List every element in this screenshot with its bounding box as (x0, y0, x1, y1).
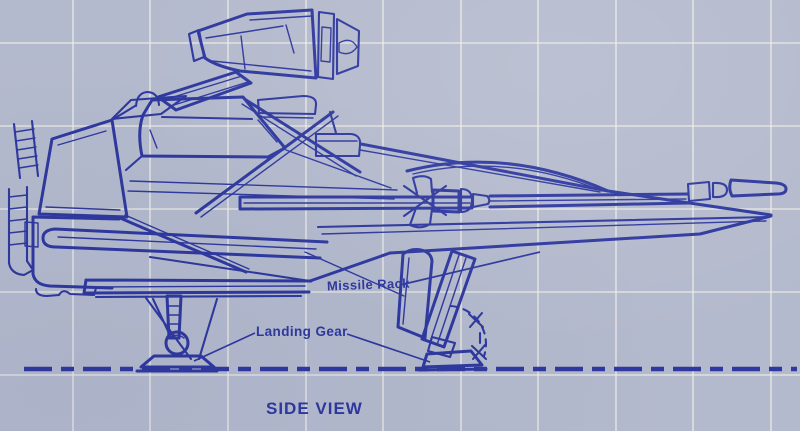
ladder-rungs (14, 128, 39, 169)
gear-boot (396, 248, 434, 340)
deck-peak (110, 94, 188, 121)
detail-line (243, 198, 687, 204)
detail-line (124, 154, 144, 172)
hull-crease (194, 110, 335, 215)
leader-lines (193, 251, 541, 363)
cone-ring-inner (320, 26, 332, 63)
fin-outline (37, 118, 129, 219)
pylon-fairing (304, 251, 405, 297)
detail-line (211, 60, 312, 72)
exhaust-tube (41, 227, 329, 260)
front-landing-gear (135, 294, 219, 373)
gear-joint (426, 335, 457, 359)
hull-crease (244, 98, 362, 174)
landing-gear-leader-rear (346, 333, 431, 363)
arm-base-plate (256, 94, 318, 116)
top-fin (411, 175, 434, 195)
landing-gear-callout: Landing Gear (256, 324, 348, 339)
gear-brace (144, 296, 219, 361)
detail-line (240, 35, 246, 70)
hull-crease (118, 216, 248, 274)
cone-ring (316, 10, 336, 81)
hull-bottom-edge (308, 251, 392, 283)
missile-rack-leader (399, 251, 541, 286)
hull-crease (124, 214, 250, 270)
detail-line (429, 254, 467, 346)
radiator-ladders (7, 119, 40, 277)
canopy-line (405, 160, 610, 193)
sensor-cone (316, 10, 361, 81)
missile-rack-callout: Missile Rack (326, 275, 411, 294)
cone-lens (338, 39, 358, 55)
detail-line (57, 236, 317, 250)
turret-pod (187, 8, 318, 80)
rotation-arc (449, 304, 488, 361)
detail-line (402, 257, 410, 325)
skid-outline (82, 278, 313, 295)
landing-gear-leader-front (193, 332, 256, 362)
detail-line (57, 130, 107, 146)
deck-line (129, 180, 398, 191)
rail-tube (488, 192, 690, 209)
cabin-superstructure (110, 90, 398, 274)
hull-accent (316, 215, 771, 229)
detail-line (257, 119, 278, 143)
strut-rungs (167, 305, 181, 325)
ladder-foot (7, 259, 35, 277)
cone-ring (335, 17, 361, 76)
detail-line (261, 116, 314, 119)
bumper (34, 286, 98, 298)
dorsal-edge (359, 149, 601, 193)
detail-line (45, 206, 121, 211)
skid-plate (82, 278, 313, 299)
missile (402, 175, 491, 229)
tip-collar (686, 180, 712, 203)
hull-accent (321, 220, 767, 235)
cannon-tip (728, 178, 788, 198)
view-title: SIDE VIEW (266, 399, 363, 418)
hull-crease (241, 103, 357, 177)
deck-line (110, 104, 137, 122)
detail-line (89, 285, 306, 288)
detail-line (166, 75, 243, 100)
cabin-accent (160, 115, 254, 121)
ladder-rail (7, 185, 29, 265)
windshield-line (205, 25, 284, 39)
missile-nose (471, 192, 491, 209)
engine-block (24, 215, 329, 298)
detail-line (249, 15, 313, 21)
x-tick (470, 343, 488, 361)
dorsal-edge (359, 142, 610, 193)
detail-line (149, 129, 158, 149)
step-block (314, 132, 362, 158)
hull-crease (285, 149, 392, 189)
gear-joint (164, 330, 190, 356)
block-outline (31, 215, 121, 290)
detail-line (328, 110, 338, 135)
windshield-line (285, 24, 295, 54)
x-tick (467, 311, 485, 329)
bottom-fin (408, 206, 434, 229)
pod-side-plate (187, 28, 206, 63)
ladder-rail (12, 119, 40, 180)
skid-bottom (94, 294, 303, 299)
ladder-rungs (8, 194, 28, 246)
gear-foot (421, 349, 484, 369)
hull-bottom-edge (388, 214, 773, 255)
turret-arm (156, 70, 253, 112)
hull-bottom-edge (148, 255, 312, 283)
hull-crease (200, 115, 339, 218)
rear-fin (37, 118, 129, 219)
arm-outline (156, 70, 253, 112)
missile-body (431, 188, 461, 214)
detail-line (169, 334, 185, 339)
detail-line (173, 81, 249, 106)
canopy-line (412, 165, 603, 192)
pod-outline (196, 8, 318, 80)
tip-collar (711, 181, 729, 199)
access-panel (24, 221, 39, 248)
nose-wedge (148, 142, 773, 297)
gear-strut (420, 249, 477, 349)
